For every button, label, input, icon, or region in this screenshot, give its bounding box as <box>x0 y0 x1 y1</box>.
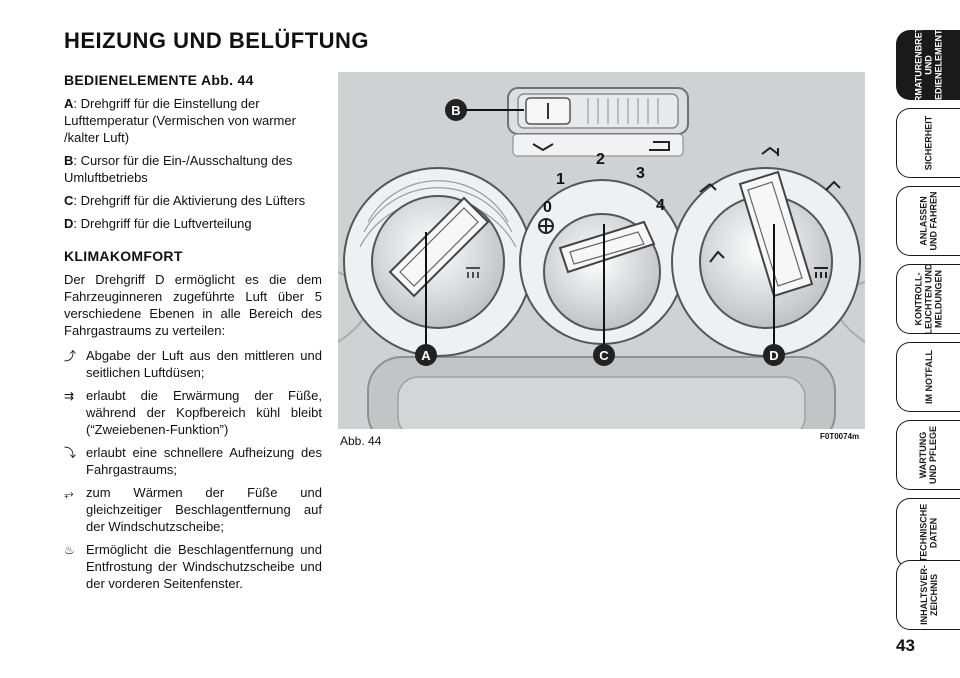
fan-scale-0: 0 <box>543 199 552 216</box>
control-item-b: B: Cursor für die Ein-/Ausschaltung des … <box>64 153 293 185</box>
text-column: BEDIENELEMENTE Abb. 44 A: Drehgriff für … <box>64 72 322 598</box>
figure-caption: Abb. 44 <box>340 434 382 448</box>
fan-scale-2: 2 <box>596 151 605 168</box>
control-item-d: D: Drehgriff für die Luftverteilung <box>64 216 252 231</box>
callout-d: D <box>763 344 785 366</box>
figure-code: F0T0074m <box>820 432 860 441</box>
tab-sicherheit[interactable]: SICHERHEIT <box>896 108 960 178</box>
svg-text:D: D <box>769 348 778 363</box>
face-vent-icon: ⤴ <box>64 349 77 363</box>
page-title: HEIZUNG UND BELÜFTUNG <box>64 28 370 53</box>
distribution-symbols <box>699 146 841 278</box>
figure-heater-controls: 0 1 2 3 4 A <box>338 72 865 429</box>
distribution-item-feet-windshield: ⥅ zum Wärmen der Füße und gleichzeitiger… <box>64 485 322 534</box>
fan-scale-1: 1 <box>556 171 565 188</box>
control-item-a: A: Drehgriff für die Einstellung der Luf… <box>64 96 296 145</box>
svg-text:C: C <box>599 348 609 363</box>
tab-kontrollleuchten[interactable]: KONTROLL- LEUCHTEN UND MELDUNGEN <box>896 264 960 335</box>
callout-c: C <box>593 344 615 366</box>
tab-technische-daten[interactable]: TECHNISCHE DATEN <box>896 498 960 568</box>
tab-wartung[interactable]: WARTUNG UND PFLEGE <box>896 420 960 490</box>
distribution-item-face-feet: ⇉ erlaubt die Erwärmung der Füße, währen… <box>64 388 322 437</box>
controls-heading: BEDIENELEMENTE Abb. 44 <box>64 72 254 88</box>
fan-scale-3: 3 <box>636 165 645 182</box>
heater-panel-illustration: 0 1 2 3 4 A <box>338 72 865 429</box>
fan-symbol <box>538 218 554 234</box>
distribution-item-defrost: ♨ Ermöglicht die Beschlagentfernung und … <box>64 542 322 591</box>
svg-text:A: A <box>421 348 431 363</box>
tab-im-notfall[interactable]: IM NOTFALL <box>896 342 960 412</box>
tab-anlassen[interactable]: ANLASSEN UND FAHREN <box>896 186 960 256</box>
tab-armaturenbrett[interactable]: ARMATURENBRETT UND BEDIENELEMENTE <box>896 21 960 109</box>
chapter-tabs: ARMATURENBRETT UND BEDIENELEMENTE SICHER… <box>896 21 960 630</box>
svg-text:B: B <box>451 103 460 118</box>
feet-windshield-vent-icon: ⥅ <box>64 486 74 500</box>
fan-scale-4: 4 <box>656 197 665 214</box>
comfort-heading: KLIMAKOMFORT <box>64 248 183 264</box>
distribution-item-face: ⤴ Abgabe der Luft aus den mittleren und … <box>64 348 322 380</box>
feet-vent-icon: ⤵ <box>64 446 77 460</box>
control-item-c: C: Drehgriff für die Aktivierung des Lüf… <box>64 193 306 208</box>
tab-inhaltsverzeichnis[interactable]: INHALTSVER- ZEICHNIS <box>896 560 960 630</box>
defrost-symbol-left <box>466 267 480 278</box>
windshield-defrost-icon: ♨ <box>64 543 75 557</box>
comfort-intro: Der Drehgriff D ermöglicht es die dem Fa… <box>64 272 322 338</box>
face-feet-vent-icon: ⇉ <box>64 389 75 403</box>
callout-a: A <box>415 344 437 366</box>
page-number: 43 <box>896 636 915 655</box>
distribution-item-feet: ⤵ erlaubt eine schnellere Aufheizung des… <box>64 445 322 477</box>
callout-b: B <box>445 99 467 121</box>
